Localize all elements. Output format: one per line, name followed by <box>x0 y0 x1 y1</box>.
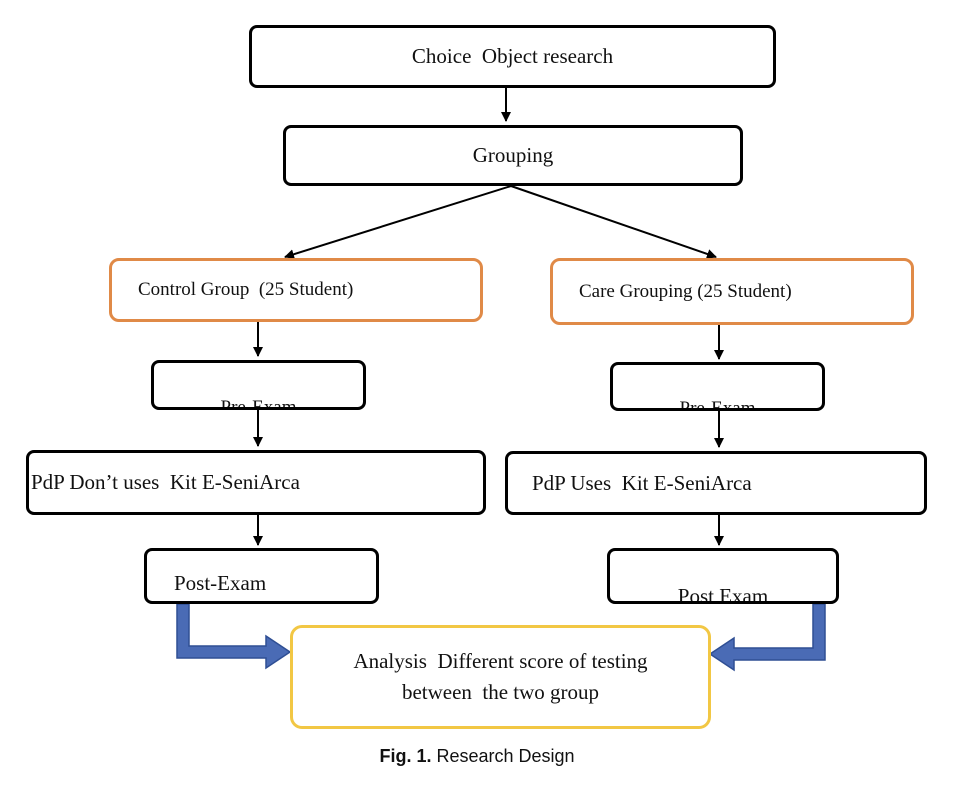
pdp-right-label: PdP Uses Kit E-SeniArca <box>532 470 752 495</box>
care-group-label: Care Grouping (25 Student) <box>579 280 792 302</box>
choice-object-research-box: Choice Object research <box>249 25 776 88</box>
figure-caption-text: Research Design <box>431 746 575 766</box>
analysis-label-line1: Analysis Different score of testing <box>353 649 648 673</box>
arrow-grouping-to-control <box>284 185 512 260</box>
pre-exam-right-label: Pre-Exam <box>679 398 756 411</box>
block-arrow-left-to-analysis <box>176 603 292 670</box>
post-exam-right-label: Post Exam <box>677 584 769 604</box>
grouping-box: Grouping <box>283 125 743 186</box>
care-group-box: Care Grouping (25 Student) <box>550 258 914 325</box>
figure-caption: Fig. 1. Research Design <box>0 746 954 767</box>
grouping-label: Grouping <box>472 143 554 167</box>
block-arrow-right-to-analysis <box>708 603 826 672</box>
analysis-label-line2: between the two group <box>401 680 600 704</box>
post-exam-left-box: Post-Exam <box>144 548 379 604</box>
pdp-left-label: PdP Don’t uses Kit E-SeniArca <box>31 470 300 494</box>
pdp-left-box: PdP Don’t uses Kit E-SeniArca <box>26 450 486 515</box>
analysis-box: Analysis Different score of testing betw… <box>290 625 711 729</box>
figure-caption-label: Fig. 1. <box>379 746 432 766</box>
control-group-label: Control Group (25 Student) <box>138 279 354 300</box>
post-exam-left-label: Post-Exam <box>174 571 267 595</box>
arrow-grouping-to-care <box>510 185 717 259</box>
choice-object-research-label: Choice Object research <box>411 44 614 68</box>
pdp-right-box: PdP Uses Kit E-SeniArca <box>505 451 927 515</box>
pre-exam-left-box: Pre-Exam <box>151 360 366 410</box>
pre-exam-left-label: Pre-Exam <box>220 397 297 410</box>
pre-exam-right-box: Pre-Exam <box>610 362 825 411</box>
control-group-box: Control Group (25 Student) <box>109 258 483 322</box>
post-exam-right-box: Post Exam <box>607 548 839 604</box>
